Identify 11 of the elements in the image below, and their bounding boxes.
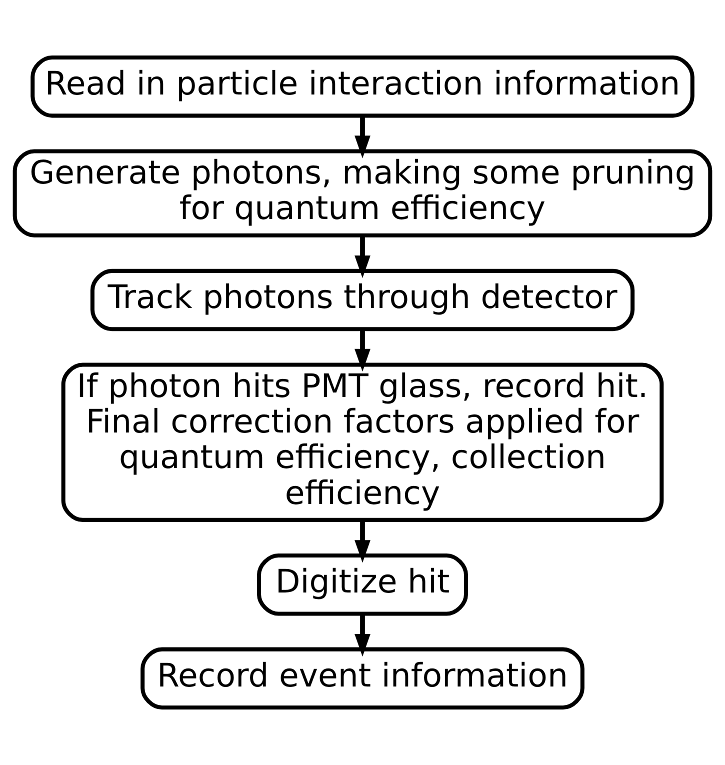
- arrow: [354, 614, 370, 657]
- arrow: [354, 116, 370, 158]
- node-box: Read in particle interaction information: [30, 55, 694, 118]
- node-box: If photon hits PMT glass, record hit. Final correction factors applied for quantum efficiency, collection efficiency: [61, 362, 664, 522]
- node-box: Generate photons, making some pruning for quantum efficiency: [12, 149, 712, 238]
- arrow: [354, 330, 370, 372]
- arrow: [354, 520, 370, 563]
- node-box: Track photons through detector: [90, 268, 635, 332]
- arrow: [354, 236, 370, 278]
- node-box: Record event information: [140, 647, 584, 710]
- node-box: Digitize hit: [256, 554, 468, 616]
